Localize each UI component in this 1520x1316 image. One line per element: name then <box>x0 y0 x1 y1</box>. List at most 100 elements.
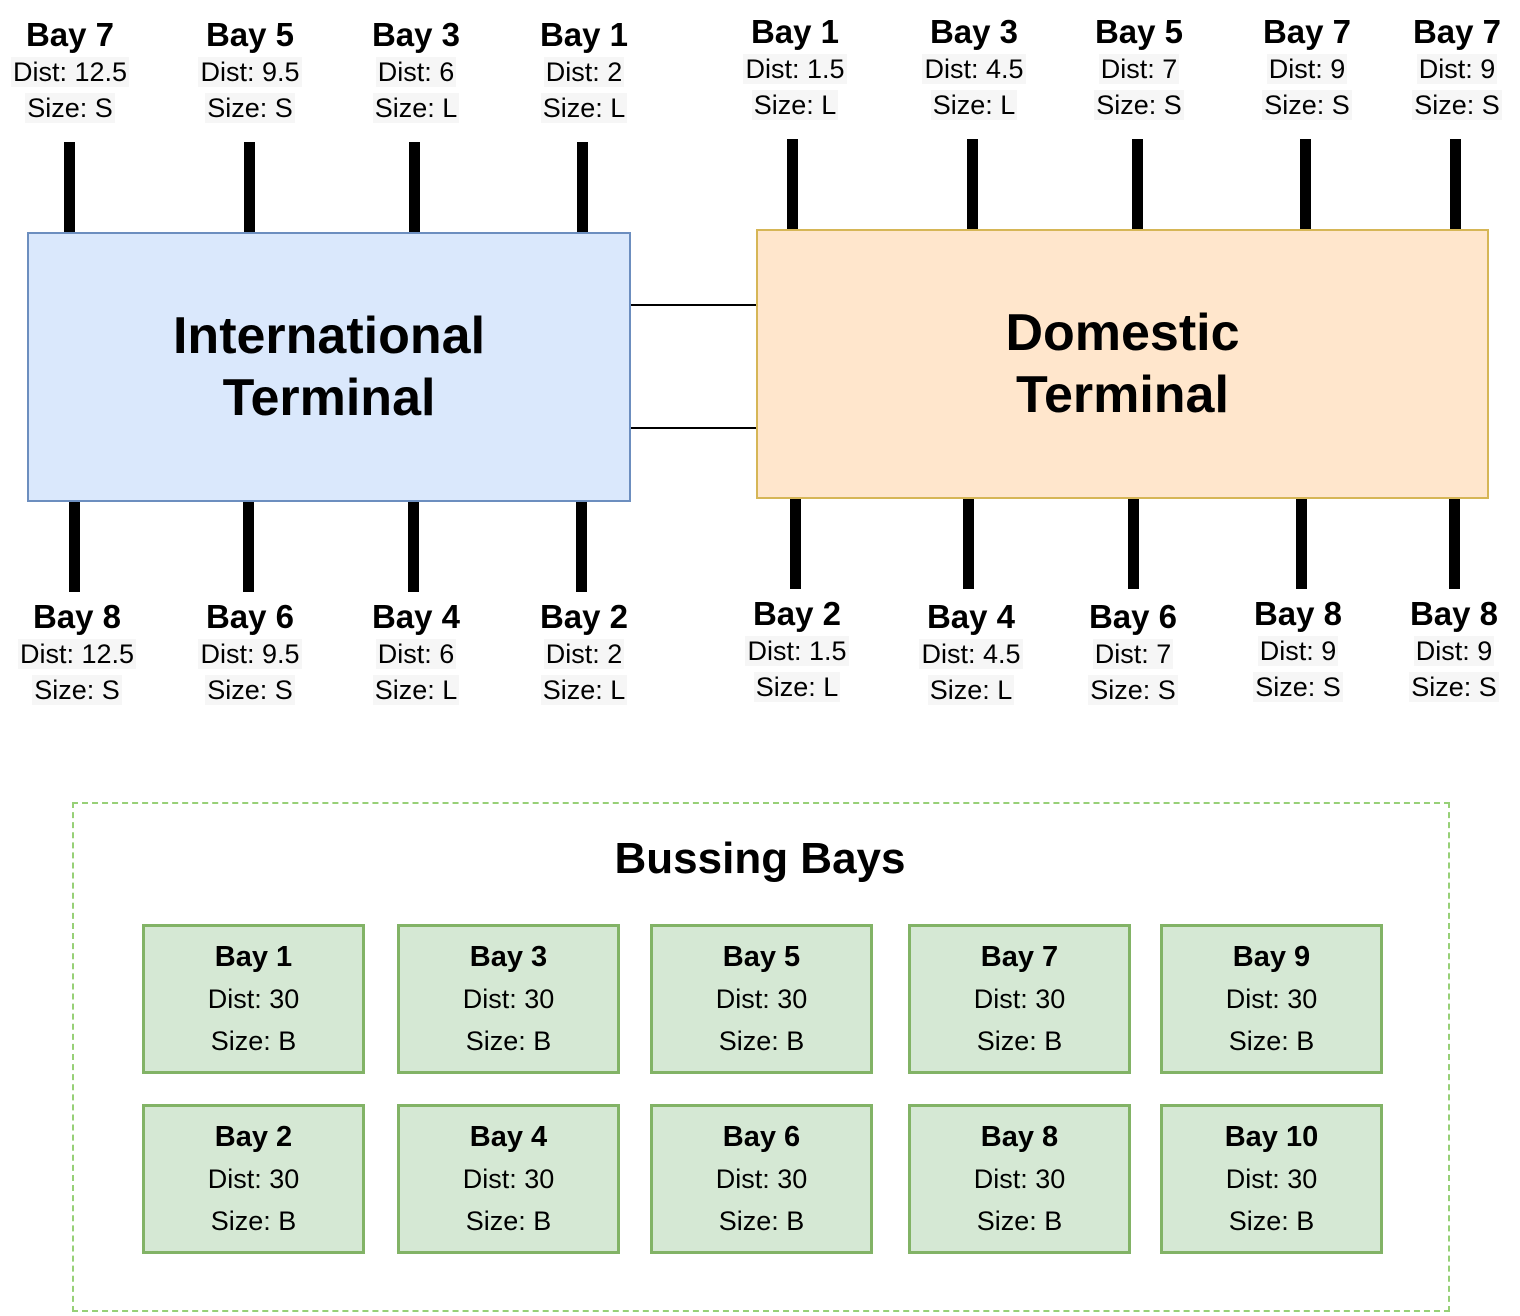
bay-size: Size: B <box>718 1206 805 1236</box>
bay-size: Size: S <box>205 93 295 123</box>
terminal-connector-upper <box>631 304 756 306</box>
bay-name: Bay 6 <box>205 598 295 635</box>
bussing-bay-8: Bay 8 Dist: 30 Size: B <box>908 1104 1131 1254</box>
bay-dist: Dist: 7 <box>1098 54 1180 84</box>
bay-size: Size: B <box>465 1206 552 1236</box>
bay-name: Bay 7 <box>980 941 1059 973</box>
bay-size: Size: B <box>1228 1026 1315 1056</box>
bay-stub <box>1449 499 1460 589</box>
bay-name: Bay 2 <box>214 1121 293 1153</box>
bay-size: Size: S <box>1262 90 1352 120</box>
bay-stub <box>1450 139 1461 229</box>
intl-bottom-bay-2: Bay 2 Dist: 2 Size: L <box>504 598 664 708</box>
bay-dist: Dist: 6 <box>375 639 457 669</box>
bay-name: Bay 2 <box>539 598 629 635</box>
bussing-bays-title: Bussing Bays <box>614 834 906 883</box>
bay-name: Bay 6 <box>1088 598 1178 635</box>
bussing-bay-3: Bay 3 Dist: 30 Size: B <box>397 924 620 1074</box>
bay-dist: Dist: 30 <box>462 1164 555 1194</box>
bay-stub <box>790 499 801 589</box>
bay-dist: Dist: 6 <box>375 57 457 87</box>
bay-size: Size: L <box>930 90 1018 120</box>
bay-size: Size: S <box>1409 672 1499 702</box>
bussing-bay-7: Bay 7 Dist: 30 Size: B <box>908 924 1131 1074</box>
dom-top-bay-1: Bay 1 Dist: 1.5 Size: L <box>715 13 875 123</box>
bay-dist: Dist: 1.5 <box>743 54 847 84</box>
bay-dist: Dist: 7 <box>1092 639 1174 669</box>
bussing-bay-2: Bay 2 Dist: 30 Size: B <box>142 1104 365 1254</box>
bay-size: Size: B <box>1228 1206 1315 1236</box>
bay-dist: Dist: 12.5 <box>17 639 137 669</box>
bay-size: Size: S <box>205 675 295 705</box>
dom-bottom-bay-8b: Bay 8 Dist: 9 Size: S <box>1374 595 1520 705</box>
bay-name: Bay 7 <box>25 16 115 53</box>
bay-dist: Dist: 4.5 <box>922 54 1026 84</box>
bay-dist: Dist: 9 <box>1413 636 1495 666</box>
bay-stub <box>409 142 420 232</box>
bay-size: Size: L <box>751 90 839 120</box>
domestic-terminal-title: Domestic Terminal <box>1005 304 1240 424</box>
bay-name: Bay 1 <box>214 941 293 973</box>
bay-stub <box>1132 139 1143 229</box>
dom-bottom-bay-6: Bay 6 Dist: 7 Size: S <box>1053 598 1213 708</box>
bay-name: Bay 8 <box>1409 595 1499 632</box>
bay-size: Size: L <box>540 675 628 705</box>
bay-dist: Dist: 2 <box>543 639 625 669</box>
intl-top-bay-3: Bay 3 Dist: 6 Size: L <box>336 16 496 126</box>
bay-stub <box>64 142 75 232</box>
bay-dist: Dist: 9.5 <box>198 639 302 669</box>
bay-name: Bay 8 <box>1253 595 1343 632</box>
bay-stub <box>408 502 419 592</box>
bay-size: Size: S <box>1094 90 1184 120</box>
bay-size: Size: S <box>25 93 115 123</box>
bay-stub <box>243 502 254 592</box>
domestic-terminal: Domestic Terminal <box>756 229 1489 499</box>
dom-top-bay-7b: Bay 7 Dist: 9 Size: S <box>1377 13 1520 123</box>
bay-size: Size: B <box>976 1026 1063 1056</box>
bay-stub <box>577 142 588 232</box>
bussing-bay-10: Bay 10 Dist: 30 Size: B <box>1160 1104 1383 1254</box>
bay-dist: Dist: 9.5 <box>198 57 302 87</box>
bay-name: Bay 5 <box>1094 13 1184 50</box>
bay-dist: Dist: 9 <box>1266 54 1348 84</box>
bay-dist: Dist: 30 <box>207 984 300 1014</box>
international-terminal-title: International Terminal <box>172 307 486 427</box>
bay-stub <box>787 139 798 229</box>
bay-name: Bay 5 <box>205 16 295 53</box>
bay-stub <box>1128 499 1139 589</box>
bay-name: Bay 4 <box>926 598 1016 635</box>
bay-dist: Dist: 30 <box>973 1164 1066 1194</box>
bay-name: Bay 3 <box>469 941 548 973</box>
bay-dist: Dist: 9 <box>1257 636 1339 666</box>
bay-size: Size: S <box>1088 675 1178 705</box>
bay-size: Size: B <box>976 1206 1063 1236</box>
bay-stub <box>967 139 978 229</box>
intl-bottom-bay-6: Bay 6 Dist: 9.5 Size: S <box>170 598 330 708</box>
bay-name: Bay 7 <box>1262 13 1352 50</box>
bay-dist: Dist: 30 <box>1225 984 1318 1014</box>
intl-bottom-bay-4: Bay 4 Dist: 6 Size: L <box>336 598 496 708</box>
bussing-bay-1: Bay 1 Dist: 30 Size: B <box>142 924 365 1074</box>
bay-name: Bay 8 <box>980 1121 1059 1153</box>
bay-stub <box>244 142 255 232</box>
bay-size: Size: B <box>718 1026 805 1056</box>
bay-size: Size: B <box>210 1026 297 1056</box>
bay-name: Bay 2 <box>752 595 842 632</box>
bay-dist: Dist: 1.5 <box>745 636 849 666</box>
bay-size: Size: B <box>210 1206 297 1236</box>
bay-name: Bay 4 <box>371 598 461 635</box>
bay-dist: Dist: 30 <box>973 984 1066 1014</box>
bay-dist: Dist: 12.5 <box>10 57 130 87</box>
bay-size: Size: B <box>465 1026 552 1056</box>
bay-dist: Dist: 30 <box>207 1164 300 1194</box>
bay-size: Size: S <box>1253 672 1343 702</box>
bay-size: Size: L <box>927 675 1015 705</box>
bay-name: Bay 1 <box>750 13 840 50</box>
bay-dist: Dist: 30 <box>462 984 555 1014</box>
bay-dist: Dist: 4.5 <box>919 639 1023 669</box>
bay-size: Size: L <box>372 675 460 705</box>
bay-size: Size: S <box>32 675 122 705</box>
bussing-bay-9: Bay 9 Dist: 30 Size: B <box>1160 924 1383 1074</box>
bay-size: Size: S <box>1412 90 1502 120</box>
bay-size: Size: L <box>540 93 628 123</box>
